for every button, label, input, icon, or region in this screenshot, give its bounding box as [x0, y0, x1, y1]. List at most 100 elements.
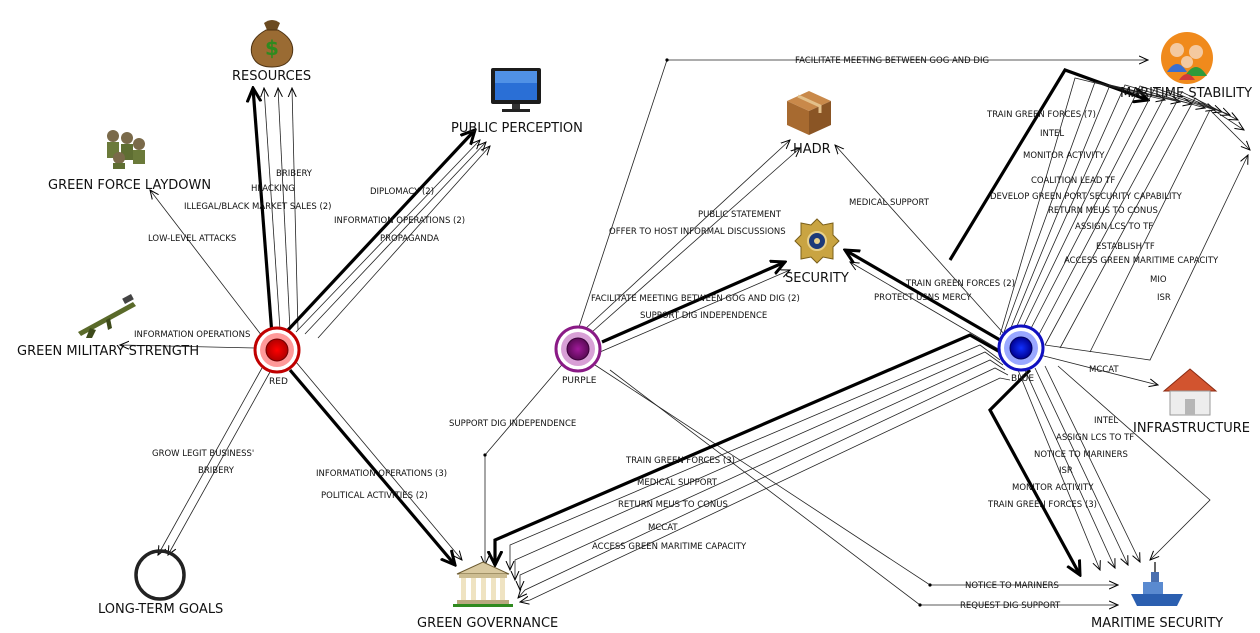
ship-icon — [1131, 562, 1183, 606]
edge-blue-gg-5 — [520, 377, 1011, 602]
actor-blue-label: BLUE — [1011, 374, 1034, 384]
label-ms-intel: INTEL — [1040, 129, 1064, 139]
label-support-dig-gg: SUPPORT DIG INDEPENDENCE — [449, 419, 576, 429]
edge-red-resources-thick — [253, 88, 274, 336]
label-grow-legit: GROW LEGIT BUSINESS' — [152, 449, 254, 459]
label-msec-notice: NOTICE TO MARINERS — [1034, 450, 1128, 460]
label-msec-train: TRAIN GREEN FORCES (3) — [987, 500, 1097, 510]
edge-red-gms — [120, 345, 257, 348]
police-badge-icon — [794, 218, 840, 264]
label-msec-assign: ASSIGN LCS TO TF — [1056, 433, 1134, 443]
edge-red-pp-1 — [295, 140, 480, 333]
blue-edges — [495, 68, 1250, 602]
label-offer-host: OFFER TO HOST INFORMAL DISCUSSIONS — [609, 227, 786, 237]
label-gg-train: TRAIN GREEN FORCES (3) — [625, 456, 735, 466]
edge-purple-notice — [594, 364, 1118, 585]
edge-blue-security-thick — [845, 250, 1001, 342]
edge-purple-gg — [485, 359, 567, 565]
label-gg-return: RETURN MEUS TO CONUS — [618, 500, 728, 510]
edge-blue-security-1 — [850, 262, 1001, 351]
government-building-icon — [453, 561, 513, 607]
label-msec-monitor: MONITOR ACTIVITY — [1012, 483, 1094, 493]
house-icon — [1162, 368, 1218, 416]
junction-dots — [483, 58, 932, 607]
label-facilitate-top: FACILITATE MEETING BETWEEN GOG AND DIG — [795, 56, 989, 66]
edge-red-resources-3 — [292, 88, 299, 331]
edge-blue-gg-2 — [515, 351, 1004, 580]
people-group-icon — [1161, 32, 1213, 84]
label-medical-hadr: MEDICAL SUPPORT — [849, 198, 930, 208]
actor-red-label: RED — [269, 377, 288, 387]
edge-purple-hadr-2 — [591, 148, 800, 333]
edge-blue-msec-4 — [1044, 365, 1140, 562]
edge-blue-ms-8 — [1044, 91, 1238, 346]
edge-blue-ms-11 — [1044, 155, 1248, 361]
edge-blue-gg-3 — [520, 359, 1006, 590]
edge-blue-ms-6 — [1024, 87, 1222, 341]
node-labels: RESOURCES PUBLIC PERCEPTION GREEN FORCE … — [17, 69, 1252, 631]
edge-red-pp-2 — [304, 142, 486, 335]
edge-blue-ms-thick — [948, 68, 1148, 261]
label-ms-assign: ASSIGN LCS TO TF — [1075, 222, 1153, 232]
node-green-military-strength: GREEN MILITARY STRENGTH — [17, 344, 199, 359]
money-bag-icon: $ — [250, 20, 294, 68]
svg-text:$: $ — [265, 36, 279, 60]
edge-blue-msec-5 — [1057, 365, 1211, 560]
rifle-icon — [78, 294, 136, 338]
edge-red-resources-2 — [278, 88, 291, 331]
node-maritime-stability: MARITIME STABILITY — [1120, 86, 1252, 101]
edge-blue-gg-4 — [518, 367, 1009, 598]
edge-red-gfl — [150, 190, 263, 337]
edge-purple-hadr-1 — [583, 140, 790, 331]
actor-red[interactable]: RED — [253, 326, 301, 387]
edge-blue-msec-2 — [1024, 369, 1115, 568]
edge-blue-ms-3 — [1007, 84, 1192, 336]
label-msec-intel: INTEL — [1094, 416, 1118, 426]
label-protect-usns: PROTECT USNS MERCY — [874, 293, 972, 303]
node-resources: RESOURCES — [232, 69, 311, 84]
actor-purple[interactable]: PURPLE — [554, 325, 602, 386]
edge-blue-ms-9 — [1059, 97, 1244, 349]
edge-blue-ms-4 — [1011, 84, 1205, 338]
label-gg-mccat: MCCAT — [648, 523, 678, 533]
label-ms-train: TRAIN GREEN FORCES (7) — [986, 110, 1096, 120]
label-msec-isr: ISR — [1059, 466, 1073, 476]
node-security: SECURITY — [785, 271, 849, 286]
edge-blue-ms-5 — [1017, 85, 1215, 339]
edge-blue-gg-thick — [495, 333, 1001, 565]
edge-purple-security-thick — [601, 262, 785, 344]
computer-monitor-icon — [491, 68, 541, 112]
label-ms-coalition: COALITION LEAD TF — [1031, 176, 1115, 186]
actor-blue[interactable]: BLUE — [997, 324, 1045, 384]
label-bribery-res: BRIBERY — [276, 169, 313, 179]
red-edges — [120, 88, 490, 565]
label-mccat-infra: MCCAT — [1089, 365, 1119, 375]
node-infrastructure: INFRASTRUCTURE — [1133, 421, 1250, 436]
edge-red-pp-thick — [286, 130, 475, 332]
label-ms-develop: DEVELOP GREEN PORT SECURITY CAPABILITY — [990, 192, 1183, 202]
node-maritime-security: MARITIME SECURITY — [1091, 616, 1223, 631]
label-request-dig: REQUEST DIG SUPPORT — [960, 601, 1061, 611]
label-train-green-sec: TRAIN GREEN FORCES (2) — [905, 279, 1015, 289]
label-info-ops-pp: INFORMATION OPERATIONS (2) — [334, 216, 465, 226]
label-bribery-ltg: BRIBERY — [198, 466, 235, 476]
circle-goal-icon — [134, 549, 186, 601]
edge-blue-infra — [1039, 354, 1158, 385]
actor-purple-label: PURPLE — [562, 376, 597, 386]
edge-blue-msec-1 — [1017, 369, 1100, 570]
edge-red-gg-1 — [295, 361, 462, 560]
label-ms-mio: MIO — [1150, 275, 1167, 285]
node-green-governance: GREEN GOVERNANCE — [417, 616, 558, 631]
node-hadr: HADR — [793, 142, 831, 157]
node-long-term-goals: LONG-TERM GOALS — [98, 602, 223, 617]
edge-red-pp-3 — [317, 146, 490, 339]
label-propaganda: PROPAGANDA — [380, 234, 439, 244]
label-facilitate-sec: FACILITATE MEETING BETWEEN GOG AND DIG (… — [591, 294, 800, 304]
label-gg-medical: MEDICAL SUPPORT — [637, 478, 718, 488]
edge-blue-ms-10 — [1089, 109, 1250, 353]
edge-purple-security-1 — [599, 270, 790, 353]
edge-blue-msec-3 — [1034, 367, 1128, 565]
label-diplomacy: DIPLOMACY (2) — [370, 187, 434, 197]
edge-blue-ms-7 — [1034, 89, 1230, 343]
